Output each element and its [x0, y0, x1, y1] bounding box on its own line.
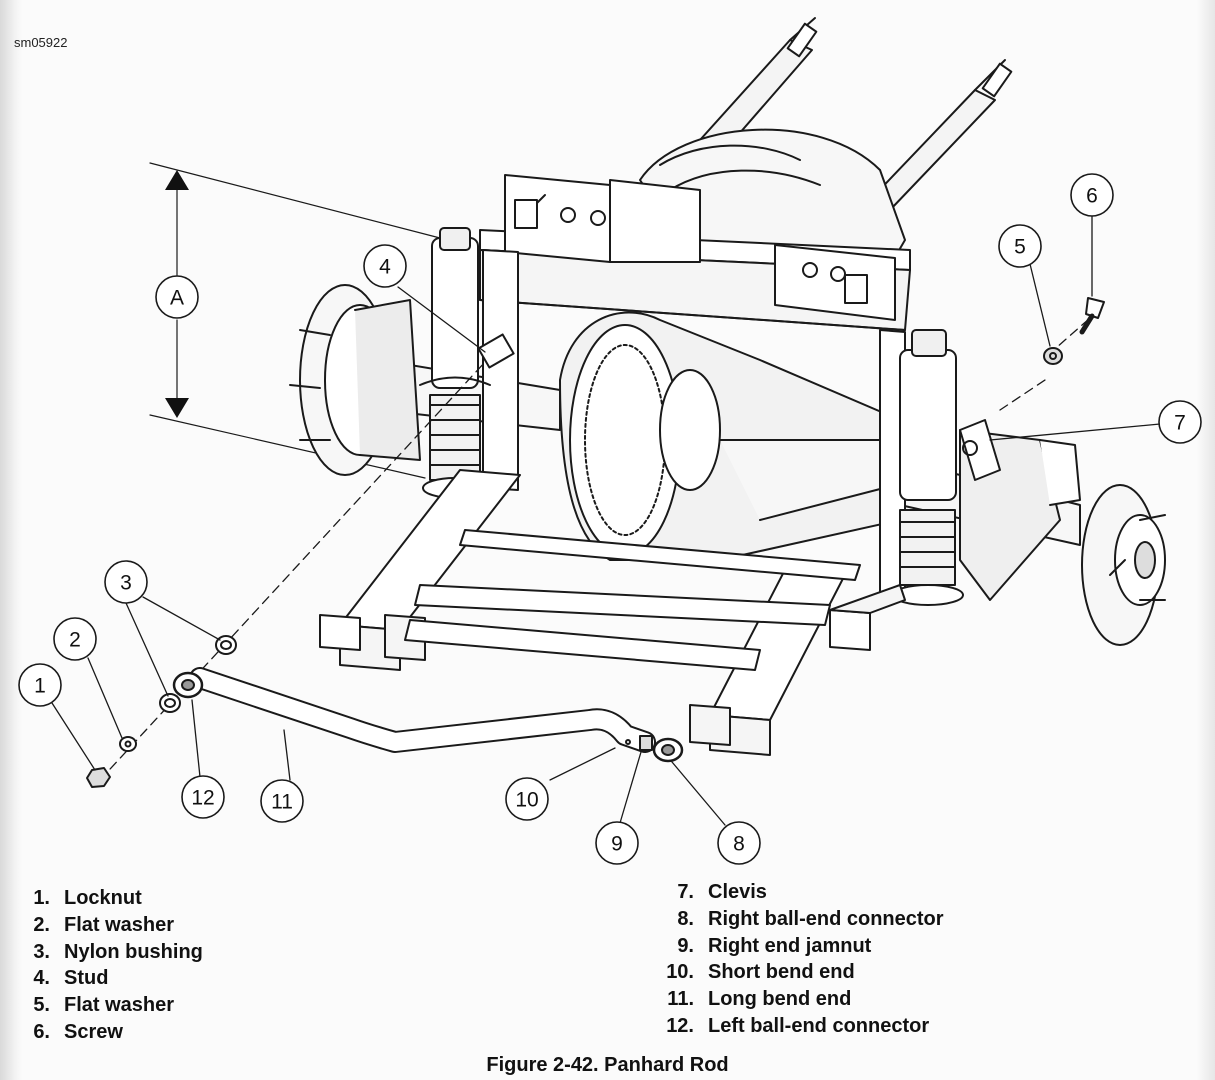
hardware-parts: [86, 297, 1105, 788]
callout-8: 8: [733, 833, 745, 856]
callout-circle-11: [260, 779, 304, 823]
legend-item: 7.Clevis: [677, 881, 767, 903]
legend-item: 11.Long bend end: [667, 988, 852, 1011]
upper-tubes: [699, 17, 1013, 211]
bushing-3a-part: [159, 693, 181, 713]
washer-2-part: [119, 736, 137, 752]
callout-6: 6: [1086, 185, 1098, 208]
callout-9: 9: [611, 833, 623, 856]
page-edge-shadow: [1197, 0, 1215, 1080]
panhard-rod-diagram: 1 2 3 4 5 6 7 8 9 10 11 12 A: [18, 17, 1202, 865]
bushing-3b-part: [215, 635, 237, 655]
right-shock-absorber: [892, 329, 964, 606]
callout-7: 7: [1174, 412, 1186, 435]
callout-circle-6: [1070, 173, 1114, 217]
legend-item: 8.Right ball-end connector: [677, 907, 944, 930]
callout-circles: [18, 173, 1202, 865]
legend-item: 9.Right end jamnut: [677, 934, 872, 957]
leader-lines: [51, 215, 1161, 826]
parts-legend-left: 1.Locknut 2.Flat washer 3.Nylon bushing …: [12, 885, 203, 1046]
vertical-posts: [482, 249, 906, 601]
dimension-a-lines: [149, 162, 441, 479]
left-shock-absorber: [419, 227, 515, 499]
legend-item: 3.Nylon bushing: [33, 940, 203, 963]
callout-1: 1: [34, 675, 46, 698]
callout-circle-9: [595, 821, 639, 865]
left-wheel-hub: [289, 284, 421, 476]
dimension-a-label: A: [170, 287, 184, 310]
page-binding-shadow: [0, 0, 22, 1080]
callout-circle-1: [18, 663, 62, 707]
legend-item: 12.Left ball-end connector: [666, 1014, 930, 1037]
dimension-label-circle: [155, 275, 199, 319]
legend-item: 5.Flat washer: [33, 994, 175, 1017]
callout-circle-12: [181, 775, 225, 819]
locknut-part: [86, 767, 111, 788]
callout-circle-8: [717, 821, 761, 865]
panhard-rod: [189, 667, 656, 753]
callout-2: 2: [69, 629, 81, 652]
screw-6-part: [1085, 297, 1105, 319]
legend-item: 6.Screw: [33, 1020, 123, 1043]
document-id: sm05922: [14, 35, 68, 50]
parts-legend-right: 7.Clevis 8.Right ball-end connector 9.Ri…: [652, 879, 944, 1040]
callout-circle-5: [998, 224, 1042, 268]
callout-circle-7: [1158, 400, 1202, 444]
lower-ladder-frame: [319, 469, 906, 756]
callout-circle-2: [53, 617, 97, 661]
callout-10: 10: [515, 789, 538, 812]
legend-item: 1.Locknut: [33, 887, 142, 909]
callout-11: 11: [271, 791, 293, 814]
legend-item: 10.Short bend end: [666, 961, 855, 984]
washer-5-part: [1043, 347, 1063, 365]
legend-item: 2.Flat washer: [33, 913, 175, 936]
clevis-bracket: [959, 419, 1001, 481]
callout-circle-3: [104, 560, 148, 604]
figure-caption: Figure 2-42. Panhard Rod: [486, 1054, 729, 1076]
callout-12: 12: [191, 787, 214, 810]
callout-5: 5: [1014, 236, 1026, 259]
callout-3: 3: [120, 572, 132, 595]
legend-item: 4.Stud: [33, 967, 109, 990]
dimension-arrow-top: [165, 170, 189, 190]
left-ball-end-connector: [172, 671, 204, 699]
upper-cross-frame: [479, 174, 911, 331]
right-ball-end-connector: [639, 735, 684, 763]
callout-circle-4: [363, 244, 407, 288]
callout-circle-10: [505, 777, 549, 821]
callout-4: 4: [379, 256, 391, 279]
dimension-arrow-bottom: [165, 398, 189, 418]
